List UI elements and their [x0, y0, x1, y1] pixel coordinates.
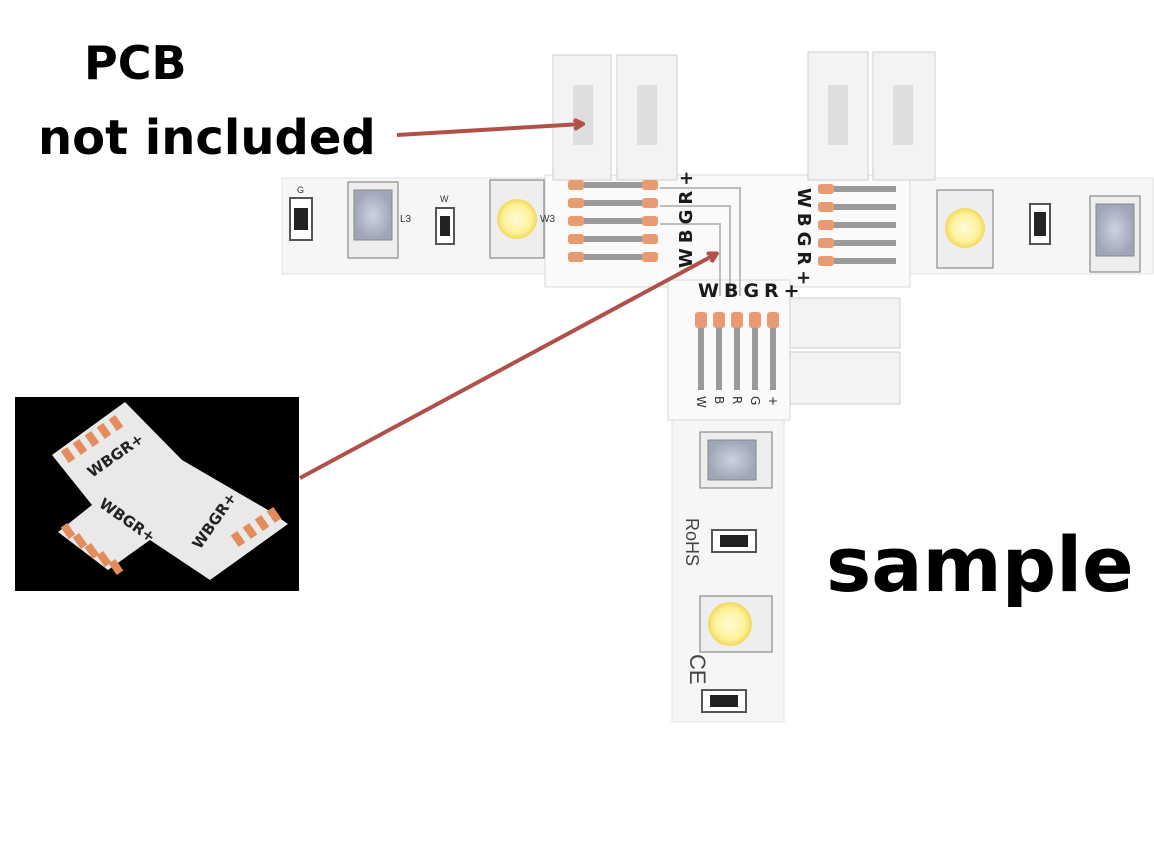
clip-bottom-right — [789, 297, 901, 405]
svg-text:B: B — [712, 396, 726, 404]
caption-pcb: PCB — [84, 36, 187, 90]
svg-text:W3: W3 — [540, 214, 555, 225]
pins-left — [568, 180, 658, 262]
svg-text:L3: L3 — [400, 214, 412, 225]
inset-pcb-photo: WBGR+ WBGR+ WBGR+ — [15, 397, 299, 591]
pcb-traces — [660, 187, 741, 296]
pin-label-bottom: WBGR+ — [698, 280, 805, 302]
caption-sample: sample — [826, 520, 1134, 609]
pins-right — [818, 184, 896, 266]
pin-letters-bottom: W B R G + — [694, 396, 780, 408]
svg-text:+: + — [766, 396, 780, 406]
svg-text:G: G — [748, 396, 762, 405]
pins-bottom — [695, 312, 779, 390]
left-strip-components: G L3 W W3 — [289, 179, 555, 259]
svg-text:W: W — [694, 396, 708, 408]
svg-text:G: G — [297, 185, 304, 195]
right-strip-components — [936, 189, 1141, 273]
clip-top-right — [807, 51, 936, 181]
vertical-strip-components: RoHS CE — [682, 431, 773, 713]
t-connector-body — [544, 174, 911, 421]
svg-text:W: W — [440, 194, 449, 204]
rohs-mark: RoHS — [682, 518, 702, 566]
arrow-to-pcb — [299, 254, 716, 480]
svg-text:R: R — [730, 396, 744, 404]
ce-mark: CE — [685, 654, 710, 685]
clip-top-left — [552, 54, 678, 181]
caption-not-included: not included — [38, 110, 376, 166]
pin-label-right: WBGR+ — [793, 188, 814, 290]
arrow-to-clip — [396, 124, 582, 137]
pin-label-left: WBGR+ — [676, 166, 697, 268]
